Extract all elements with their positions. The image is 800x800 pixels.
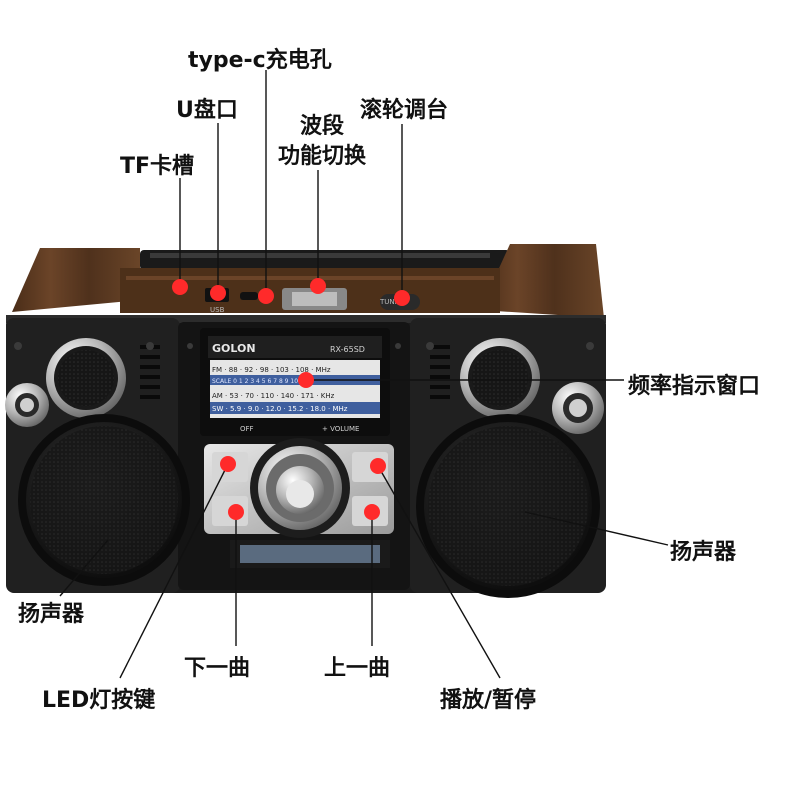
model-label: RX-65SD bbox=[330, 345, 365, 354]
marker-freq-window bbox=[298, 372, 314, 388]
marker-tuning bbox=[394, 290, 410, 306]
callout-markers bbox=[172, 278, 410, 520]
label-tf-slot: TF卡槽 bbox=[120, 154, 195, 179]
label-speaker-left: 扬声器 bbox=[18, 602, 85, 627]
dial-off-label: OFF bbox=[240, 425, 254, 433]
label-tuning: 滚轮调台 bbox=[360, 98, 449, 123]
dial-volume-label: + VOLUME bbox=[322, 425, 359, 433]
scale-fm: FM · 88 · 92 · 98 · 103 · 108 · MHz bbox=[212, 366, 331, 374]
marker-led bbox=[220, 456, 236, 472]
tweeter-right bbox=[460, 338, 540, 418]
label-u-disk: U盘口 bbox=[176, 98, 238, 123]
scale-sw: SW · 5.9 · 9.0 · 12.0 · 15.2 · 18.0 · MH… bbox=[212, 405, 348, 413]
cassette-window bbox=[240, 545, 380, 563]
label-band-line2: 功能切换 bbox=[277, 144, 366, 169]
label-prev-track: 下一曲 bbox=[184, 656, 251, 681]
label-freq-window: 频率指示窗口 bbox=[628, 374, 761, 399]
usb-port-label: USB bbox=[210, 306, 225, 314]
control-panel bbox=[204, 438, 394, 568]
leader-lines bbox=[59, 70, 669, 679]
label-next-track: 上一曲 bbox=[324, 656, 391, 681]
type-c-port[interactable] bbox=[240, 292, 258, 300]
marker-type-c bbox=[258, 288, 274, 304]
side-knob-right[interactable] bbox=[552, 382, 604, 434]
marker-u-disk bbox=[210, 285, 226, 301]
label-band-line1: 波段 bbox=[299, 114, 344, 139]
speaker-right bbox=[416, 414, 600, 598]
label-play-pause: 播放/暂停 bbox=[440, 688, 537, 713]
scale-am: AM · 53 · 70 · 110 · 140 · 171 · KHz bbox=[212, 392, 335, 400]
label-type-c: type-c充电孔 bbox=[188, 48, 332, 73]
marker-band bbox=[310, 278, 326, 294]
marker-tf-slot bbox=[172, 279, 188, 295]
frequency-window: GOLON RX-65SD FM · 88 · 92 · 98 · 103 · … bbox=[200, 328, 390, 436]
speaker-left bbox=[18, 414, 190, 586]
label-speaker-right: 扬声器 bbox=[670, 540, 737, 565]
brand-logo: GOLON bbox=[212, 342, 256, 355]
marker-next bbox=[364, 504, 380, 520]
marker-prev bbox=[228, 504, 244, 520]
tuning-label: TUNING bbox=[379, 298, 407, 306]
side-knob-left[interactable] bbox=[5, 383, 49, 427]
label-led-button: LED灯按键 bbox=[42, 688, 156, 713]
marker-play bbox=[370, 458, 386, 474]
volume-knob[interactable] bbox=[250, 438, 350, 538]
tweeter-left bbox=[46, 338, 126, 418]
scale-scale: SCALE 0 1 2 3 4 5 6 7 8 9 10 bbox=[212, 378, 298, 385]
